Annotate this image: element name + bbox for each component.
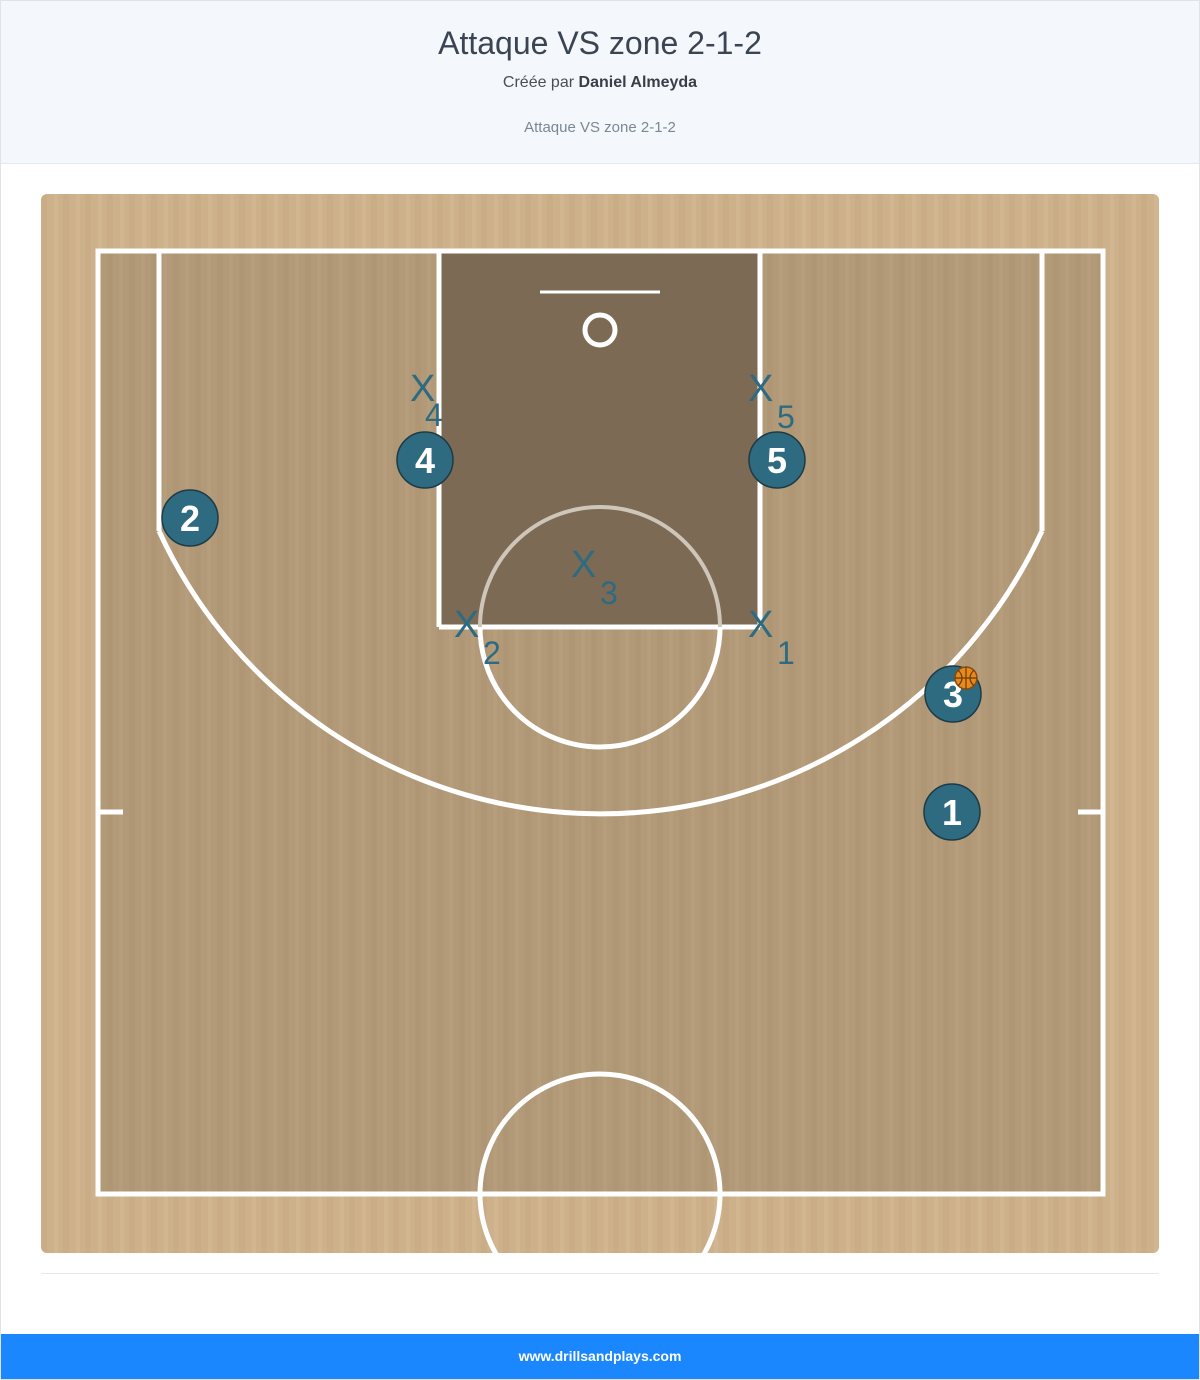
free-throw-circle-upper <box>478 505 722 628</box>
defender-mark: X <box>410 368 435 410</box>
player-number: 4 <box>415 440 435 481</box>
play-description: Attaque VS zone 2-1-2 <box>524 119 676 136</box>
paint-area <box>439 251 760 627</box>
defense-group: X 4 X 5 X 3 X 2 X 1 <box>410 368 795 671</box>
offense-player-4[interactable]: 4 <box>396 431 454 489</box>
page-title: Attaque VS zone 2-1-2 <box>438 25 762 61</box>
defender-mark: X <box>454 604 479 646</box>
defender-mark: X <box>748 368 773 410</box>
offense-player-2[interactable]: 2 <box>161 489 219 547</box>
center-circle <box>477 1071 723 1253</box>
player-number: 1 <box>942 792 962 833</box>
footer-site-link[interactable]: www.drillsandplays.com <box>518 1348 682 1364</box>
defender-number: 5 <box>777 399 795 435</box>
author-name[interactable]: Daniel Almeyda <box>578 74 698 91</box>
byline: Créée par Daniel Almeyda <box>1 74 1199 92</box>
player-number: 2 <box>180 498 200 539</box>
defender-4[interactable]: X 4 <box>410 368 443 433</box>
footer: www.drillsandplays.com <box>1 1334 1199 1379</box>
header: Attaque VS zone 2-1-2 Créée par Daniel A… <box>1 1 1199 164</box>
player-number: 5 <box>767 440 787 481</box>
divider <box>41 1273 1159 1274</box>
defender-1[interactable]: X 1 <box>748 604 795 671</box>
offense-group: 4 5 2 3 1 <box>161 431 982 841</box>
court-diagram: X 4 X 5 X 3 X 2 X 1 <box>41 194 1159 1253</box>
basketball-icon <box>954 666 978 690</box>
offense-player-5[interactable]: 5 <box>748 431 806 489</box>
defender-3[interactable]: X 3 <box>571 544 618 611</box>
defender-2[interactable]: X 2 <box>454 604 501 671</box>
boundary-line <box>95 248 1106 1197</box>
created-by-label: Créée par <box>502 74 575 91</box>
defender-number: 1 <box>777 635 795 671</box>
rim <box>582 312 618 348</box>
court-svg: X 4 X 5 X 3 X 2 X 1 <box>41 194 1159 1253</box>
defender-mark: X <box>748 604 773 646</box>
defender-number: 3 <box>600 575 618 611</box>
defender-5[interactable]: X 5 <box>748 368 795 435</box>
free-throw-circle-lower <box>477 626 723 750</box>
offense-player-1[interactable]: 1 <box>923 783 981 841</box>
defender-mark: X <box>571 544 596 586</box>
defender-number: 4 <box>425 397 443 433</box>
defender-number: 2 <box>483 635 501 671</box>
